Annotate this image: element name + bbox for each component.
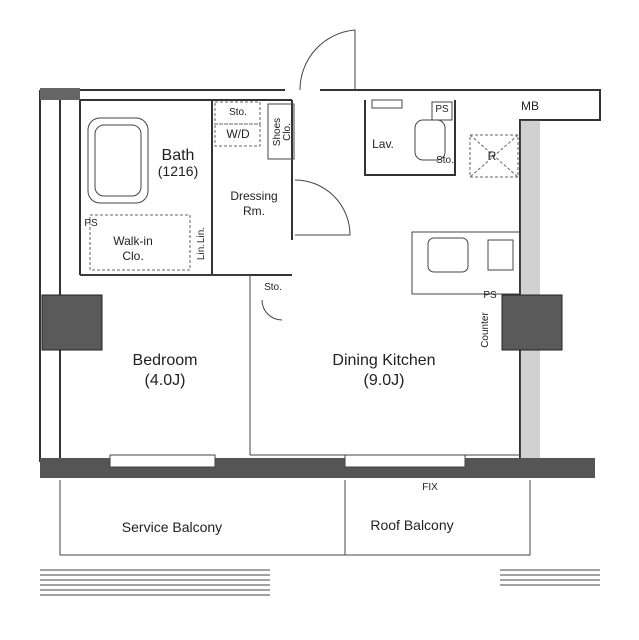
bath-label: Bath bbox=[162, 147, 195, 164]
bedroom-window bbox=[109, 454, 216, 468]
walkin-label-2: Clo. bbox=[122, 249, 143, 263]
balcony-outline bbox=[59, 480, 531, 556]
storage-outline bbox=[214, 101, 261, 125]
dressing-door-arc bbox=[294, 179, 351, 236]
dining-label: Dining Kitchen bbox=[332, 352, 435, 369]
ps-label-kitchen: PS bbox=[483, 290, 497, 301]
sto-label-3: Sto. bbox=[264, 282, 282, 293]
exterior-wall bbox=[39, 89, 601, 462]
kitchen-sink bbox=[427, 237, 469, 273]
toilet bbox=[414, 119, 446, 161]
shoes-closet bbox=[267, 103, 295, 160]
counter-label: Counter bbox=[480, 312, 491, 348]
lin-label-2: Lin. bbox=[196, 244, 207, 260]
service-balcony-label: Service Balcony bbox=[122, 519, 222, 535]
lav-label: Lav. bbox=[372, 137, 394, 151]
sto-label-1: Sto. bbox=[229, 107, 247, 118]
kitchen-counter bbox=[411, 231, 521, 295]
shoes-label-1: Shoes bbox=[272, 118, 283, 146]
r-label: R bbox=[488, 149, 497, 163]
dressing-label-2: Rm. bbox=[243, 204, 265, 218]
wd-outline bbox=[214, 123, 261, 147]
bathtub-inner bbox=[94, 124, 142, 197]
dressing-label-1: Dressing bbox=[230, 189, 277, 203]
entry-door-arc bbox=[299, 29, 356, 91]
bathtub bbox=[87, 117, 149, 204]
lin-label-1: Lin. bbox=[196, 227, 207, 243]
column-right bbox=[501, 294, 563, 351]
lav-sink bbox=[371, 99, 403, 109]
stove bbox=[487, 239, 514, 271]
fix-label: FIX bbox=[422, 482, 438, 493]
bath-size: (1216) bbox=[158, 163, 198, 179]
walkin-label-1: Walk-in bbox=[113, 234, 153, 248]
bedroom-label: Bedroom bbox=[133, 352, 198, 369]
mb-label: MB bbox=[521, 99, 539, 113]
refrigerator-cross bbox=[469, 134, 519, 178]
ps-box-lav bbox=[431, 101, 453, 121]
balcony-railing bbox=[40, 569, 600, 596]
roof-balcony-label: Roof Balcony bbox=[370, 517, 453, 533]
wall-segment-left bbox=[40, 88, 80, 100]
wd-label: W/D bbox=[226, 127, 250, 141]
bedroom-size: (4.0J) bbox=[145, 372, 186, 389]
walkin-closet-outline bbox=[89, 214, 191, 271]
ps-label-lav: PS bbox=[435, 104, 449, 115]
sto-door-arc bbox=[261, 299, 283, 321]
ps-label-walkin: PS bbox=[84, 218, 98, 229]
column-left bbox=[41, 294, 103, 351]
shoes-label-2: Clo. bbox=[282, 123, 293, 141]
dining-size: (9.0J) bbox=[364, 372, 405, 389]
dining-window bbox=[344, 454, 466, 468]
wall-segment-right bbox=[520, 120, 540, 462]
sto-label-2: Sto. bbox=[436, 155, 454, 166]
